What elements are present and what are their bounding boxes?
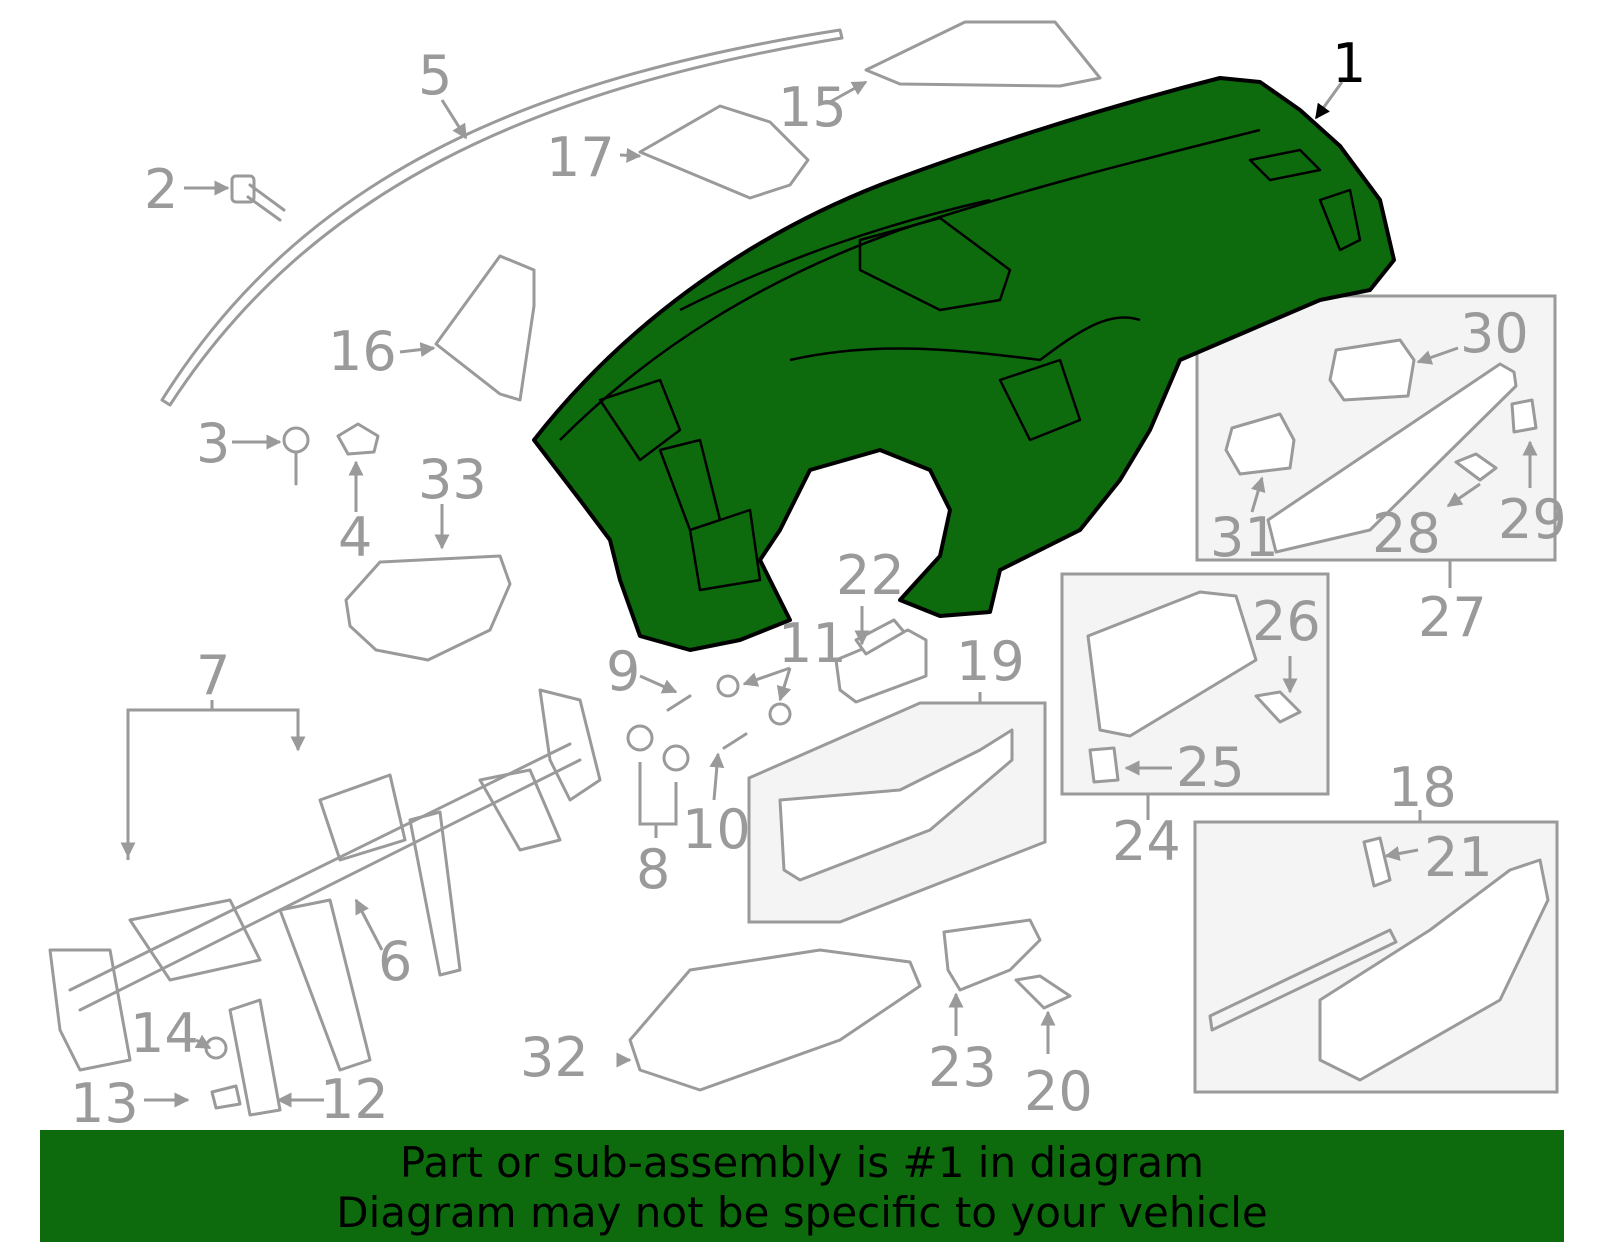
part-5-trim-strip [160,28,844,407]
part-24-display-bezel [1086,590,1258,738]
callout-15: 15 [778,76,847,139]
part-1-dashboard [532,76,1396,652]
callout-5: 5 [418,44,452,107]
banner-line-1: Part or sub-assembly is #1 in diagram [399,1138,1205,1187]
part-18-glovebox [1318,858,1550,1082]
callout-32: 32 [520,1026,589,1089]
callout-28: 28 [1372,502,1441,565]
callout-22: 22 [836,544,905,607]
callout-4: 4 [338,506,372,569]
part-20-bracket [1014,974,1072,1010]
callout-20: 20 [1024,1060,1093,1123]
callout-17: 17 [546,126,615,189]
callout-30: 30 [1460,302,1529,365]
part-31-vent [1224,412,1296,476]
part-16-side-panel [434,254,536,402]
callout-19: 19 [956,630,1025,693]
part-19-lower-panel [778,728,1014,882]
callout-3: 3 [196,412,230,475]
callout-12: 12 [320,1068,389,1131]
callout-31: 31 [1210,506,1279,569]
part-3-screw [282,426,310,486]
leader-lines [120,80,1538,1108]
callout-24: 24 [1112,810,1181,873]
part-15-cover [864,20,1102,88]
callout-33: 33 [418,448,487,511]
callout-6: 6 [378,930,412,993]
banner-line-2: Diagram may not be specific to your vehi… [336,1188,1268,1237]
callout-9: 9 [606,640,640,703]
disclaimer-banner: Part or sub-assembly is #1 in diagram Di… [40,1130,1564,1242]
part-4-clip [336,422,380,456]
part-26-bracket [1254,690,1302,724]
callout-23: 23 [928,1036,997,1099]
callout-16: 16 [328,320,397,383]
callout-26: 26 [1252,590,1321,653]
callout-25: 25 [1176,736,1245,799]
part-28-switch [1454,452,1498,482]
part-18-rail [1208,928,1398,1032]
callout-8: 8 [636,838,670,901]
part-23-housing [942,918,1042,992]
part-27-trim-bar [1266,362,1518,554]
callout-11: 11 [778,612,847,675]
callout-10: 10 [682,798,751,861]
callout-14: 14 [130,1002,199,1065]
part-21-latch [1362,836,1392,888]
callout-13: 13 [70,1072,139,1135]
callout-27: 27 [1418,586,1487,649]
part-25-bracket [1088,746,1120,784]
callout-7: 7 [196,644,230,707]
part-11-bezel [834,628,928,704]
part-32-tray [628,948,922,1092]
part-2-bolt [230,174,286,222]
part-17-speaker-grille [638,104,810,200]
callout-18: 18 [1388,756,1457,819]
callout-2: 2 [144,158,178,221]
part-33-airbag [344,554,512,662]
part-22-handle [854,618,906,656]
part-30-vent [1328,338,1416,402]
part-29-bracket [1510,398,1538,434]
callout-1: 1 [1332,32,1366,95]
callout-21: 21 [1424,826,1493,889]
callout-29: 29 [1498,488,1567,551]
part-7-crossmember [48,688,602,1117]
